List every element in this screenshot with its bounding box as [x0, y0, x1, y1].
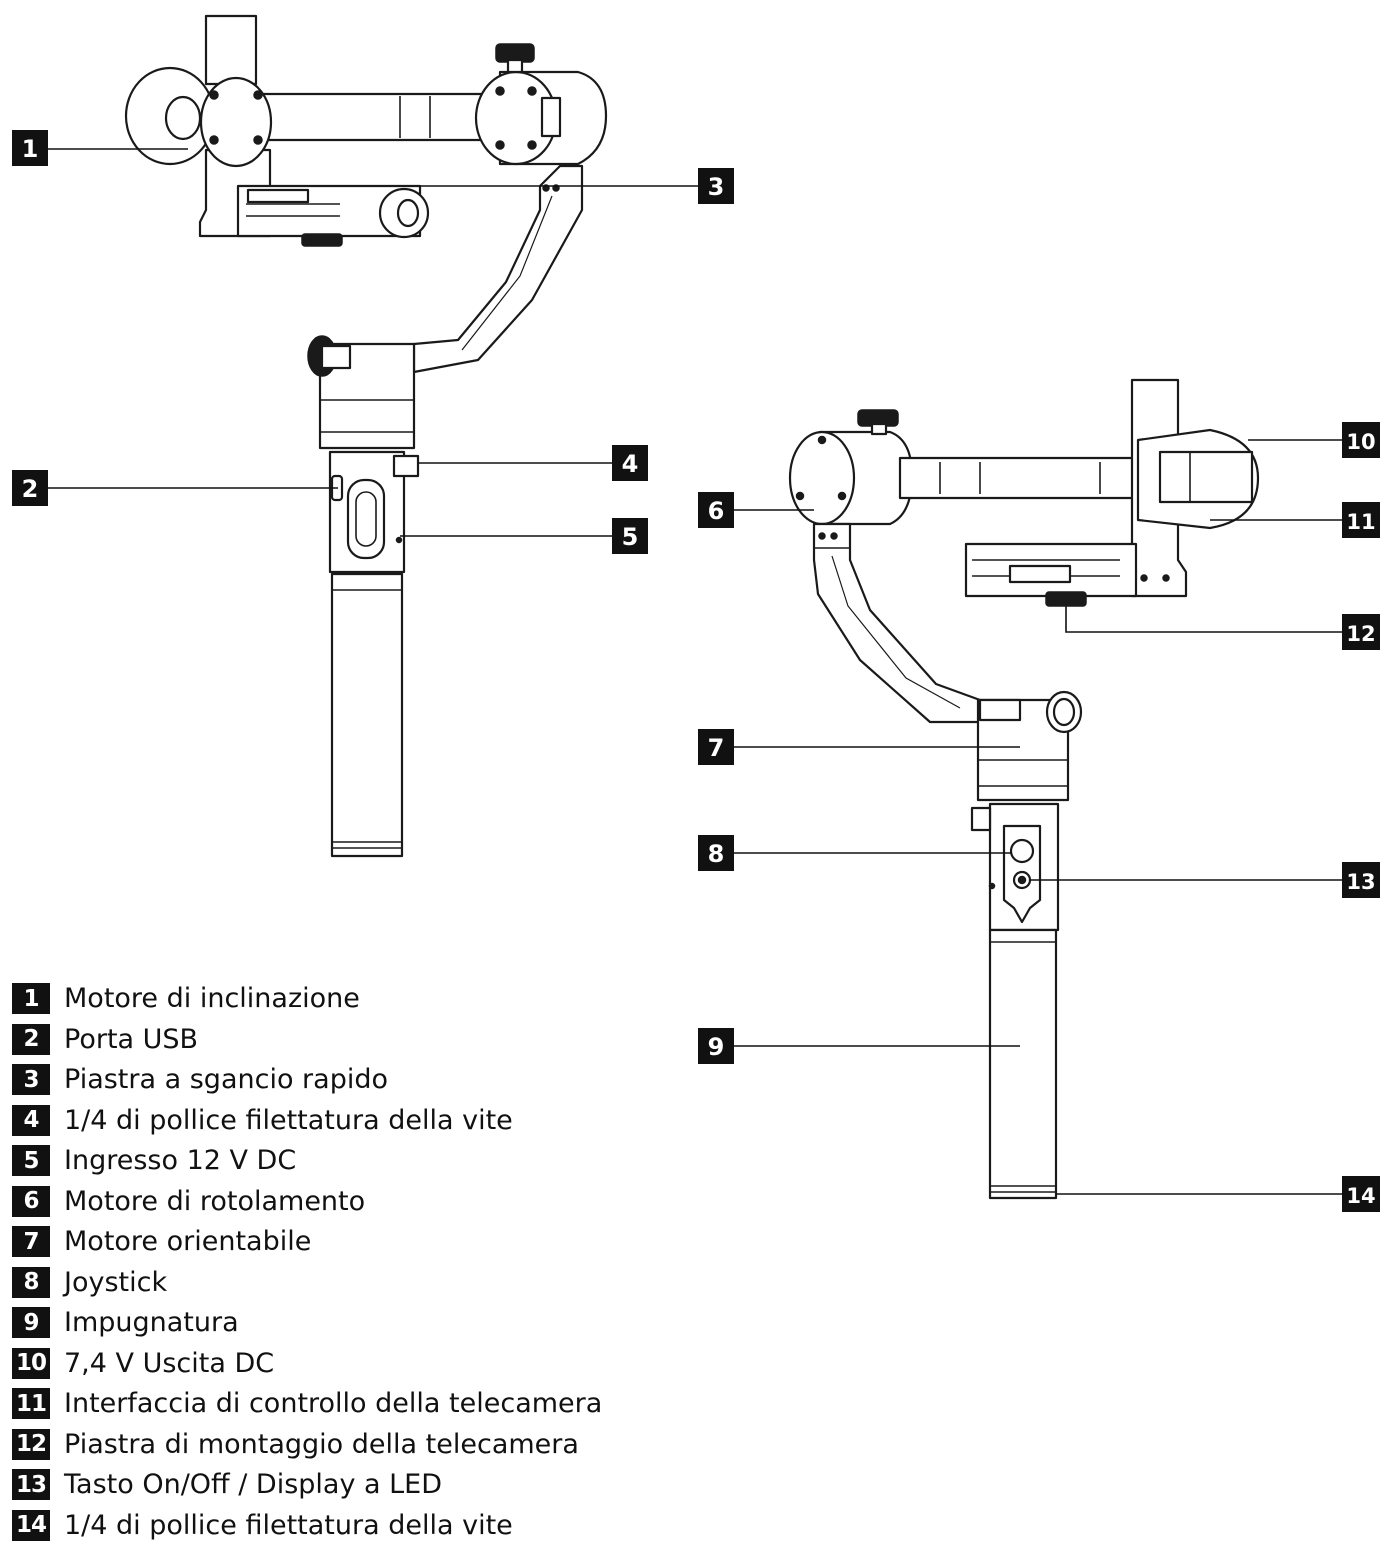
legend-label: 1/4 di pollice filettatura della vite	[64, 1509, 513, 1541]
svg-text:8: 8	[708, 840, 725, 868]
legend-number: 8	[12, 1266, 50, 1298]
legend-item: 13 Tasto On/Off / Display a LED	[12, 1468, 712, 1501]
svg-text:7: 7	[708, 734, 725, 762]
legend-number: 2	[12, 1023, 50, 1055]
legend-item: 3 Piastra a sgancio rapido	[12, 1063, 712, 1096]
legend-number: 13	[12, 1469, 50, 1500]
legend-label: Motore di rotolamento	[64, 1185, 366, 1217]
legend-item: 1 Motore di inclinazione	[12, 982, 712, 1015]
legend-label: Porta USB	[64, 1023, 199, 1055]
svg-text:3: 3	[708, 173, 725, 201]
callout-8: 8	[698, 835, 734, 871]
legend-number: 3	[12, 1064, 50, 1095]
legend-item: 9 Impugnatura	[12, 1306, 712, 1339]
callout-12: 12	[1342, 614, 1380, 650]
svg-text:9: 9	[708, 1033, 725, 1061]
legend-number: 10	[12, 1347, 50, 1379]
legend-number: 11	[12, 1388, 50, 1419]
legend-label: Ingresso 12 V DC	[64, 1145, 297, 1176]
legend-label: Interfaccia di controllo della telecamer…	[64, 1388, 603, 1419]
svg-text:13: 13	[1346, 870, 1375, 894]
legend-label: Motore di inclinazione	[64, 983, 360, 1014]
svg-text:2: 2	[22, 475, 39, 503]
callout-1: 1	[12, 130, 48, 166]
parts-legend: 1 Motore di inclinazione 2 Porta USB 3 P…	[12, 982, 712, 1549]
callout-13: 13	[1342, 862, 1380, 898]
legend-item: 6 Motore di rotolamento	[12, 1185, 712, 1218]
legend-label: Motore orientabile	[64, 1226, 312, 1257]
legend-number: 4	[12, 1104, 50, 1136]
svg-text:5: 5	[622, 523, 639, 551]
legend-item: 5 Ingresso 12 V DC	[12, 1144, 712, 1177]
legend-label: Piastra di montaggio della telecamera	[64, 1428, 579, 1460]
legend-number: 1	[12, 983, 50, 1014]
legend-item: 8 Joystick	[12, 1266, 712, 1299]
legend-item: 2 Porta USB	[12, 1023, 712, 1056]
legend-item: 10 7,4 V Uscita DC	[12, 1347, 712, 1380]
legend-number: 6	[12, 1185, 50, 1217]
callout-4: 4	[612, 445, 648, 481]
legend-label: Tasto On/Off / Display a LED	[64, 1469, 443, 1500]
svg-text:6: 6	[708, 497, 725, 525]
callout-7: 7	[698, 729, 734, 765]
legend-item: 11 Interfaccia di controllo della teleca…	[12, 1387, 712, 1420]
callout-14: 14	[1342, 1176, 1380, 1212]
legend-number: 12	[12, 1428, 50, 1460]
callout-6: 6	[698, 492, 734, 528]
svg-text:4: 4	[622, 450, 639, 478]
leader-lines	[48, 148, 1342, 1195]
svg-text:12: 12	[1346, 622, 1375, 646]
legend-label: Piastra a sgancio rapido	[64, 1064, 388, 1095]
callout-11: 11	[1342, 502, 1380, 538]
callout-9: 9	[698, 1028, 734, 1064]
legend-number: 7	[12, 1226, 50, 1257]
legend-label: 7,4 V Uscita DC	[64, 1347, 275, 1379]
callout-3: 3	[698, 168, 734, 204]
legend-number: 5	[12, 1145, 50, 1176]
gimbal-rear-view	[788, 378, 1260, 1200]
legend-item: 7 Motore orientabile	[12, 1225, 712, 1258]
callout-2: 2	[12, 470, 48, 506]
svg-text:11: 11	[1346, 510, 1375, 534]
legend-item: 4 1/4 di pollice filettatura della vite	[12, 1104, 712, 1137]
legend-label: Impugnatura	[64, 1307, 239, 1338]
legend-number: 9	[12, 1307, 50, 1338]
legend-item: 14 1/4 di pollice filettatura della vite	[12, 1509, 712, 1542]
callout-10: 10	[1342, 422, 1380, 458]
svg-text:10: 10	[1346, 430, 1375, 454]
legend-label: 1/4 di pollice filettatura della vite	[64, 1104, 513, 1136]
svg-text:14: 14	[1346, 1184, 1375, 1208]
gimbal-front-view	[124, 14, 608, 858]
legend-number: 14	[12, 1509, 50, 1541]
legend-item: 12 Piastra di montaggio della telecamera	[12, 1428, 712, 1461]
legend-label: Joystick	[64, 1266, 168, 1298]
svg-text:1: 1	[22, 135, 39, 163]
callout-5: 5	[612, 518, 648, 554]
